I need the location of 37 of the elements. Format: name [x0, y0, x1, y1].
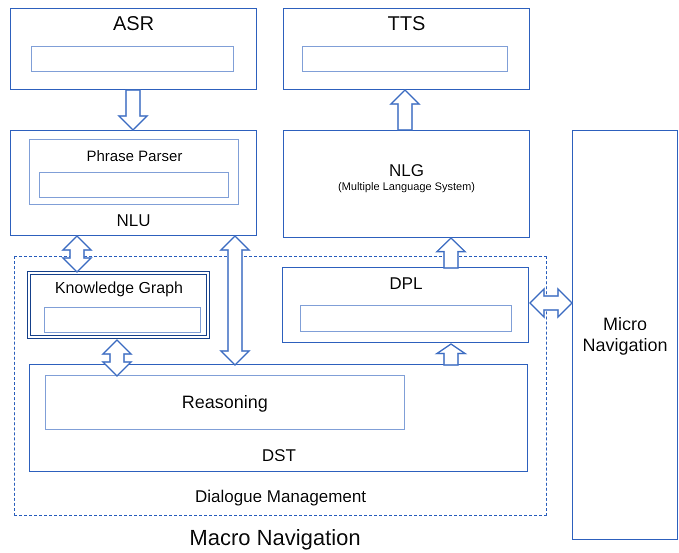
process-box	[283, 130, 530, 238]
empty-box	[44, 306, 201, 333]
node-label: TTS	[388, 13, 426, 36]
process-box	[282, 267, 530, 344]
node-label: Micro Navigation	[581, 314, 669, 356]
block-arrow	[434, 343, 468, 366]
node-label: NLG	[389, 161, 424, 181]
block-arrow	[219, 234, 251, 366]
process-box	[283, 8, 530, 90]
inner-box	[44, 374, 405, 430]
inner-box	[29, 139, 240, 206]
process-box	[572, 130, 678, 540]
node-label: Dialogue Management	[194, 487, 366, 507]
node-label: Knowledge Graph	[54, 280, 183, 299]
node-label: DPL	[389, 274, 422, 294]
empty-box	[300, 304, 512, 332]
empty-box	[38, 172, 229, 198]
block-arrow	[389, 88, 421, 131]
empty-box	[302, 46, 508, 72]
node-label: DST	[262, 446, 296, 466]
diagram-caption: Macro Navigation	[188, 525, 362, 551]
empty-box	[31, 46, 234, 72]
block-arrow	[101, 338, 133, 378]
block-arrow	[528, 287, 574, 319]
process-box	[29, 364, 528, 472]
process-box	[27, 271, 210, 340]
node-label: Reasoning	[182, 392, 268, 413]
block-arrow	[435, 236, 467, 269]
node-subtitle: (Multiple Language System)	[338, 180, 475, 194]
process-box	[10, 130, 257, 236]
group-region	[14, 256, 547, 516]
block-arrow	[117, 89, 149, 132]
block-arrow	[61, 234, 93, 274]
process-box	[10, 8, 257, 90]
node-label: Phrase Parser	[86, 148, 182, 166]
node-label: NLU	[116, 211, 150, 231]
node-label: ASR	[112, 13, 154, 36]
